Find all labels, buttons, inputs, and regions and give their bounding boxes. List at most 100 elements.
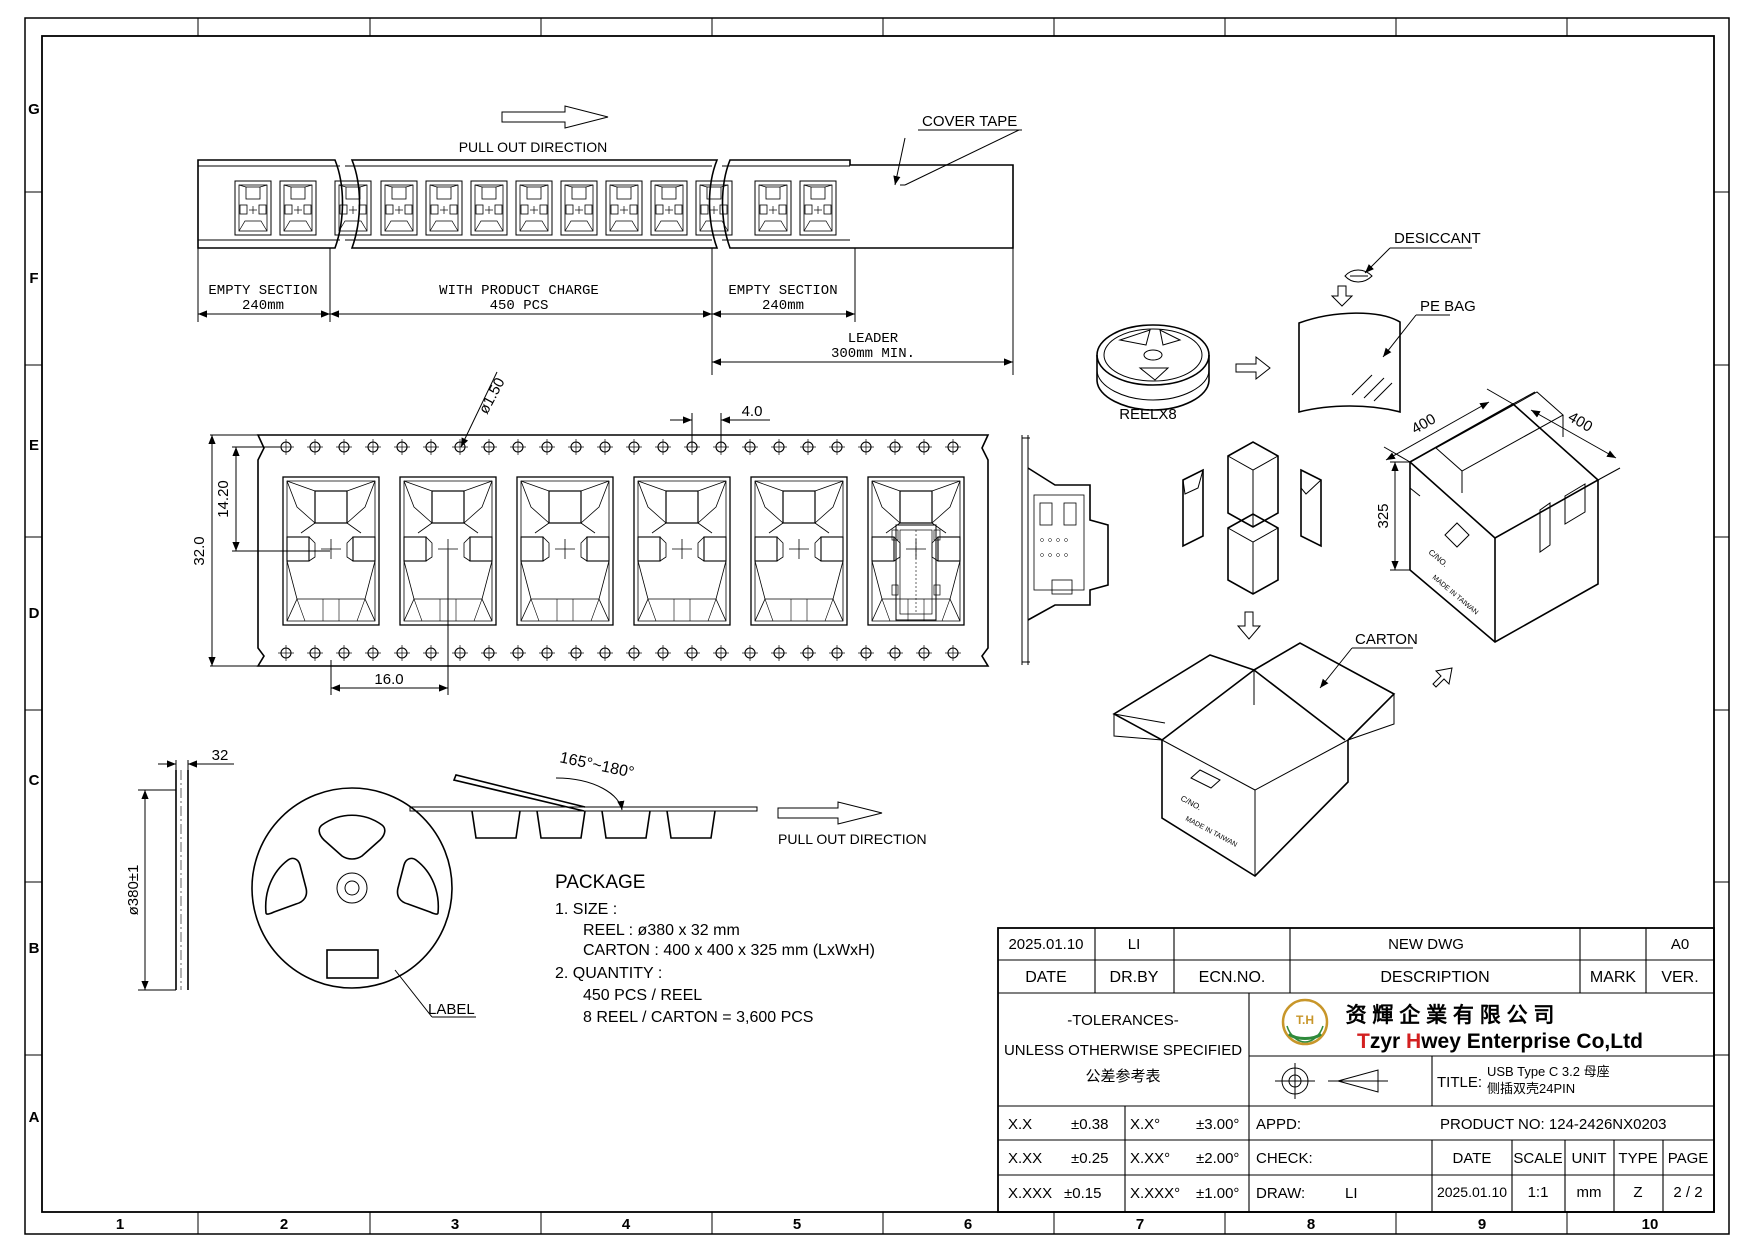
header-mark: MARK bbox=[1590, 969, 1637, 986]
empty-left-len: 240mm bbox=[242, 298, 284, 314]
check-label: CHECK: bbox=[1256, 1150, 1313, 1167]
product-charge-qty: 450 PCS bbox=[490, 298, 549, 314]
col-label-2: 2 bbox=[280, 1216, 288, 1233]
v-type: Z bbox=[1633, 1184, 1642, 1201]
dim-carton-w: 400 bbox=[1409, 410, 1439, 437]
tol-row3-b: ±0.15 bbox=[1064, 1185, 1101, 1202]
title-line-1: USB Type C 3.2 母座 bbox=[1487, 1064, 1610, 1079]
row-label-a: A bbox=[29, 1109, 40, 1126]
appd-label: APPD: bbox=[1256, 1116, 1301, 1133]
row-label-e: E bbox=[29, 437, 39, 454]
rev-desc: NEW DWG bbox=[1388, 936, 1464, 953]
empty-right-len: 240mm bbox=[762, 298, 804, 314]
tol-row1-a: X.X bbox=[1008, 1116, 1032, 1133]
tolerances-subtitle: UNLESS OTHERWISE SPECIFIED bbox=[1004, 1042, 1242, 1059]
v-page: 2 / 2 bbox=[1673, 1184, 1702, 1201]
carton-label: CARTON bbox=[1355, 631, 1418, 648]
pull-direction-label: PULL OUT DIRECTION bbox=[459, 139, 608, 155]
dim-width: 32.0 bbox=[191, 536, 208, 565]
rev-ver: A0 bbox=[1671, 936, 1689, 953]
tape-sections-view: PULL OUT DIRECTION COVER TAPE bbox=[197, 105, 1022, 375]
h2-type: TYPE bbox=[1618, 1150, 1657, 1167]
col-label-7: 7 bbox=[1136, 1216, 1144, 1233]
col-label-10: 10 bbox=[1642, 1216, 1659, 1233]
header-description: DESCRIPTION bbox=[1380, 969, 1489, 986]
v-scale: 1:1 bbox=[1528, 1184, 1549, 1201]
rev-date: 2025.01.10 bbox=[1008, 936, 1083, 953]
row-label-g: G bbox=[28, 101, 40, 118]
row-label-b: B bbox=[29, 940, 40, 957]
company-logo: T.H bbox=[1281, 998, 1329, 1046]
title-label: TITLE: bbox=[1437, 1074, 1482, 1091]
label-callout: LABEL bbox=[428, 1001, 475, 1018]
tol-row1-b: ±0.38 bbox=[1071, 1116, 1108, 1133]
product-charge-label: WITH PRODUCT CHARGE bbox=[439, 283, 599, 299]
rev-by: LI bbox=[1128, 936, 1141, 953]
carton-mark-open-1: C/NO. bbox=[1179, 794, 1203, 812]
reel-label-box bbox=[326, 949, 379, 979]
leader-label: LEADER bbox=[848, 331, 899, 347]
col-label-5: 5 bbox=[793, 1216, 801, 1233]
col-label-3: 3 bbox=[451, 1216, 459, 1233]
col-label-4: 4 bbox=[622, 1216, 631, 1233]
package-line-3: CARTON : 400 x 400 x 325 mm (LxWxH) bbox=[583, 942, 875, 959]
package-line-2: REEL : ø380 x 32 mm bbox=[583, 922, 740, 939]
carton-mark-open-2: MADE IN TAIWAN bbox=[1184, 816, 1238, 849]
col-label-6: 6 bbox=[964, 1216, 972, 1233]
h2-scale: SCALE bbox=[1513, 1150, 1562, 1167]
package-line-6: 8 REEL / CARTON = 3,600 PCS bbox=[583, 1009, 813, 1026]
title-block: 2025.01.10 LI NEW DWG A0 DATE DR.BY ECN.… bbox=[997, 927, 1715, 1213]
pe-bag-label: PE BAG bbox=[1420, 298, 1476, 315]
tol-row2-a: X.XX bbox=[1008, 1150, 1042, 1167]
dim-pitch: 16.0 bbox=[374, 671, 403, 688]
tol-row3-d: ±1.00° bbox=[1196, 1185, 1239, 1202]
packing-flow: REELX8 DESICCANT PE BAG bbox=[1096, 230, 1621, 878]
reel-outer bbox=[251, 787, 453, 989]
v-unit: mm bbox=[1577, 1184, 1602, 1201]
tolerances-cn: 公差参考表 bbox=[1085, 1068, 1160, 1085]
col-label-9: 9 bbox=[1478, 1216, 1486, 1233]
leader-len: 300mm MIN. bbox=[831, 346, 915, 362]
logo-text: T.H bbox=[1296, 1013, 1314, 1027]
empty-left-label: EMPTY SECTION bbox=[208, 283, 317, 299]
col-label-8: 8 bbox=[1307, 1216, 1315, 1233]
sheet-frame: G F E D C B A 1 2 3 4 5 6 7 8 9 10 bbox=[24, 17, 1730, 1235]
tol-row2-d: ±2.00° bbox=[1196, 1150, 1239, 1167]
h2-page: PAGE bbox=[1668, 1150, 1709, 1167]
draw-label: DRAW: bbox=[1256, 1185, 1305, 1202]
arrow-right-1-icon bbox=[1235, 355, 1271, 381]
tol-row2-c: X.XX° bbox=[1130, 1150, 1170, 1167]
arrow-up-right-icon bbox=[1432, 667, 1453, 688]
tol-row3-c: X.XXX° bbox=[1130, 1185, 1180, 1202]
arrow-down-carton-icon bbox=[1236, 611, 1262, 640]
h2-unit: UNIT bbox=[1572, 1150, 1607, 1167]
col-label-1: 1 bbox=[116, 1216, 124, 1233]
open-carton-icon: C/NO. MADE IN TAIWAN bbox=[1112, 642, 1396, 878]
dim-hole-dia: ø1.50 bbox=[476, 375, 509, 417]
reel-stack-icon bbox=[1096, 324, 1210, 411]
h2-date: DATE bbox=[1453, 1150, 1492, 1167]
row-label-c: C bbox=[29, 772, 40, 789]
title-line-2: 侧插双壳24PIN bbox=[1487, 1081, 1575, 1096]
package-line-5: 450 PCS / REEL bbox=[583, 987, 702, 1004]
connector-in-pocket bbox=[891, 524, 941, 621]
carton-mark-1: C/NO. bbox=[1427, 548, 1450, 569]
header-drby: DR.BY bbox=[1110, 969, 1159, 986]
row-label-f: F bbox=[29, 270, 38, 287]
tape-side-view bbox=[1021, 435, 1109, 665]
header-date: DATE bbox=[1025, 969, 1066, 986]
pe-bag-icon bbox=[1298, 312, 1401, 414]
package-line-1: 1. SIZE : bbox=[555, 901, 617, 918]
draw-by: LI bbox=[1345, 1185, 1358, 1202]
package-spec: PACKAGE 1. SIZE : REEL : ø380 x 32 mm CA… bbox=[555, 872, 875, 1026]
dim-center: 14.20 bbox=[215, 480, 232, 518]
arrow-down-desiccant-icon bbox=[1330, 285, 1354, 307]
package-title: PACKAGE bbox=[555, 872, 645, 893]
pull-direction-label-2: PULL OUT DIRECTION bbox=[778, 831, 927, 847]
cover-tape-label: COVER TAPE bbox=[922, 113, 1017, 130]
dim-reel-thickness: 32 bbox=[212, 747, 229, 764]
row-label-d: D bbox=[29, 605, 40, 622]
header-ecn: ECN.NO. bbox=[1199, 969, 1266, 986]
projection-symbol-icon bbox=[1275, 1063, 1388, 1099]
closed-carton-icon: C/NO. MADE IN TAIWAN bbox=[1408, 391, 1600, 643]
